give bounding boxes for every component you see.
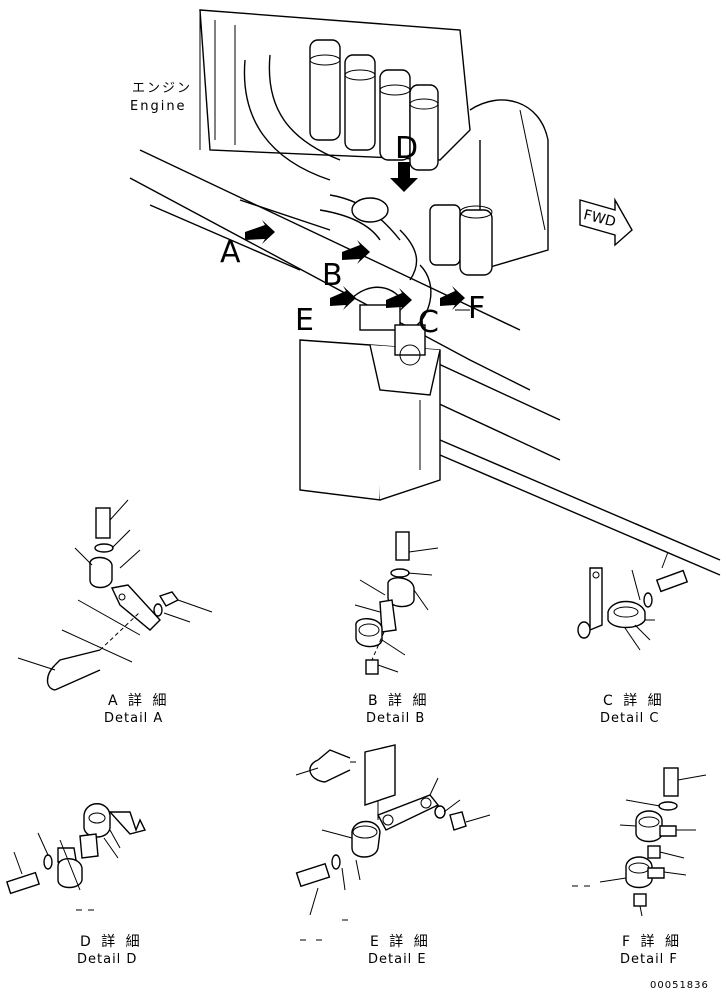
drawing-number: 00051836 [650, 980, 709, 991]
callout-arrows [245, 162, 465, 312]
detail-d-title-jp: D 詳 細 [80, 934, 143, 950]
detail-a-title-jp: A 詳 細 [108, 693, 169, 709]
detail-c-title-en: Detail C [600, 711, 660, 726]
detail-e-drawing [295, 744, 491, 941]
cylinder-group [309, 39, 439, 171]
detail-f-title-en: Detail F [620, 952, 678, 967]
detail-a-title-en: Detail A [104, 711, 163, 726]
engine-label-en: Engine [130, 99, 187, 114]
detail-d-drawing [5, 803, 147, 911]
engine-label-jp: エンジン [132, 81, 192, 96]
lower-tank [299, 339, 441, 501]
detail-a-drawing [17, 499, 213, 691]
detail-e-title-jp: E 詳 細 [370, 934, 431, 950]
callout-e: E [295, 303, 314, 338]
detail-b-title-en: Detail B [366, 711, 425, 726]
fwd-arrow: FWD [579, 197, 633, 247]
detail-c-title-jp: C 詳 細 [603, 693, 665, 709]
callout-d: D [395, 131, 418, 166]
callout-c: C [418, 305, 439, 340]
detail-b-drawing [354, 531, 439, 675]
engine-assembly-view: FWD A [129, 9, 721, 576]
detail-c-drawing [577, 551, 689, 651]
fwd-label: FWD [582, 207, 618, 230]
detail-f-title-jp: F 詳 細 [622, 934, 682, 950]
detail-f-drawing [572, 767, 707, 917]
callout-b: B [322, 258, 343, 293]
detail-e-title-en: Detail E [368, 952, 427, 967]
detail-b-title-jp: B 詳 細 [368, 693, 430, 709]
detail-d-title-en: Detail D [77, 952, 137, 967]
callout-a: A [220, 235, 241, 270]
callout-f: F [468, 291, 485, 326]
